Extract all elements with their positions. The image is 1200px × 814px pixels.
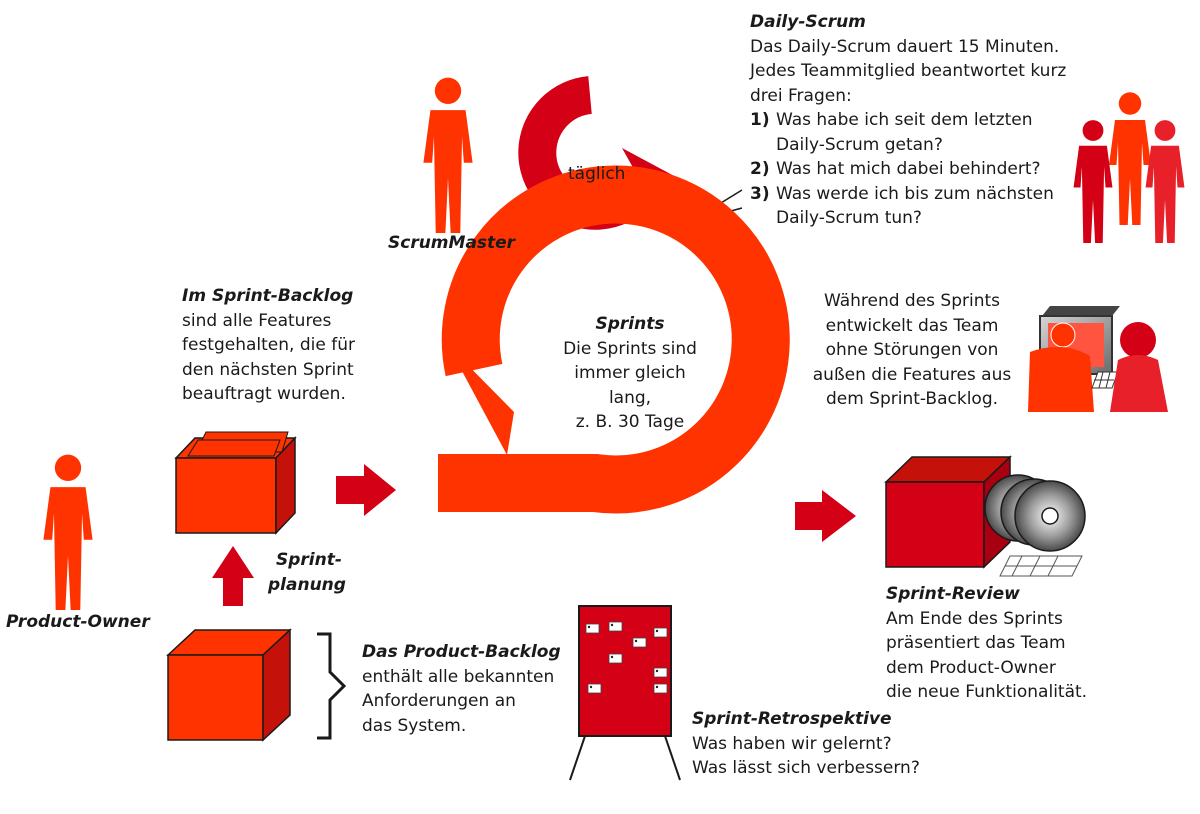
sprints-title: Sprints xyxy=(595,314,665,334)
scrummaster-figure xyxy=(423,77,473,233)
product-backlog-text: Das Product-Backlog enthält alle bekannt… xyxy=(362,642,561,736)
daily-scrum-line: Das Daily-Scrum dauert 15 Minuten. xyxy=(750,36,1060,57)
daily-scrum-line: drei Fragen: xyxy=(750,85,852,106)
scrummaster-label: ScrumMaster xyxy=(388,233,516,253)
step-arrow-right-2 xyxy=(795,490,856,542)
product-owner-figure xyxy=(43,454,93,610)
step-arrow-up xyxy=(212,546,254,606)
sprint-loop-arrow xyxy=(438,165,790,514)
retrospektive-text: Sprint-Retrospektive Was haben wir geler… xyxy=(692,709,920,778)
during-sprint-text: Während des Sprints entwickelt das Team … xyxy=(812,291,1012,409)
disc-icons xyxy=(984,474,1086,577)
sprint-review-text: Sprint-Review Am Ende des Sprints präsen… xyxy=(886,584,1088,702)
sprint-review-title: Sprint-Review xyxy=(886,584,1020,604)
daily-scrum-question-2: 2)Was hat mich dabei behindert? xyxy=(750,159,1041,179)
sprints-text: Sprints Die Sprints sind immer gleich la… xyxy=(540,312,720,435)
product-backlog-box xyxy=(166,628,292,742)
daily-scrum-title: Daily-Scrum xyxy=(750,12,866,32)
retrospektive-title: Sprint-Retrospektive xyxy=(692,709,892,729)
sprint-planung-label: Sprint- planung xyxy=(268,550,346,595)
brace xyxy=(317,632,347,740)
team-figures xyxy=(1073,92,1185,243)
developer-screen xyxy=(1028,306,1168,412)
product-owner-label: Product-Owner xyxy=(6,612,150,632)
product-backlog-title: Das Product-Backlog xyxy=(362,642,561,662)
retrospective-board xyxy=(569,605,681,781)
loop-label: täglich xyxy=(568,164,626,184)
daily-scrum-text: Daily-Scrum Das Daily-Scrum dauert 15 Mi… xyxy=(750,10,1066,231)
step-arrow-right-1 xyxy=(336,464,396,516)
review-box xyxy=(884,455,1012,569)
sprint-backlog-text: Im Sprint-Backlog sind alle Features fes… xyxy=(182,286,355,404)
daily-scrum-line: Jedes Teammitglied beantwortet kurz xyxy=(750,61,1067,81)
sprint-backlog-title: Im Sprint-Backlog xyxy=(182,286,354,306)
sprint-backlog-box xyxy=(174,431,297,535)
